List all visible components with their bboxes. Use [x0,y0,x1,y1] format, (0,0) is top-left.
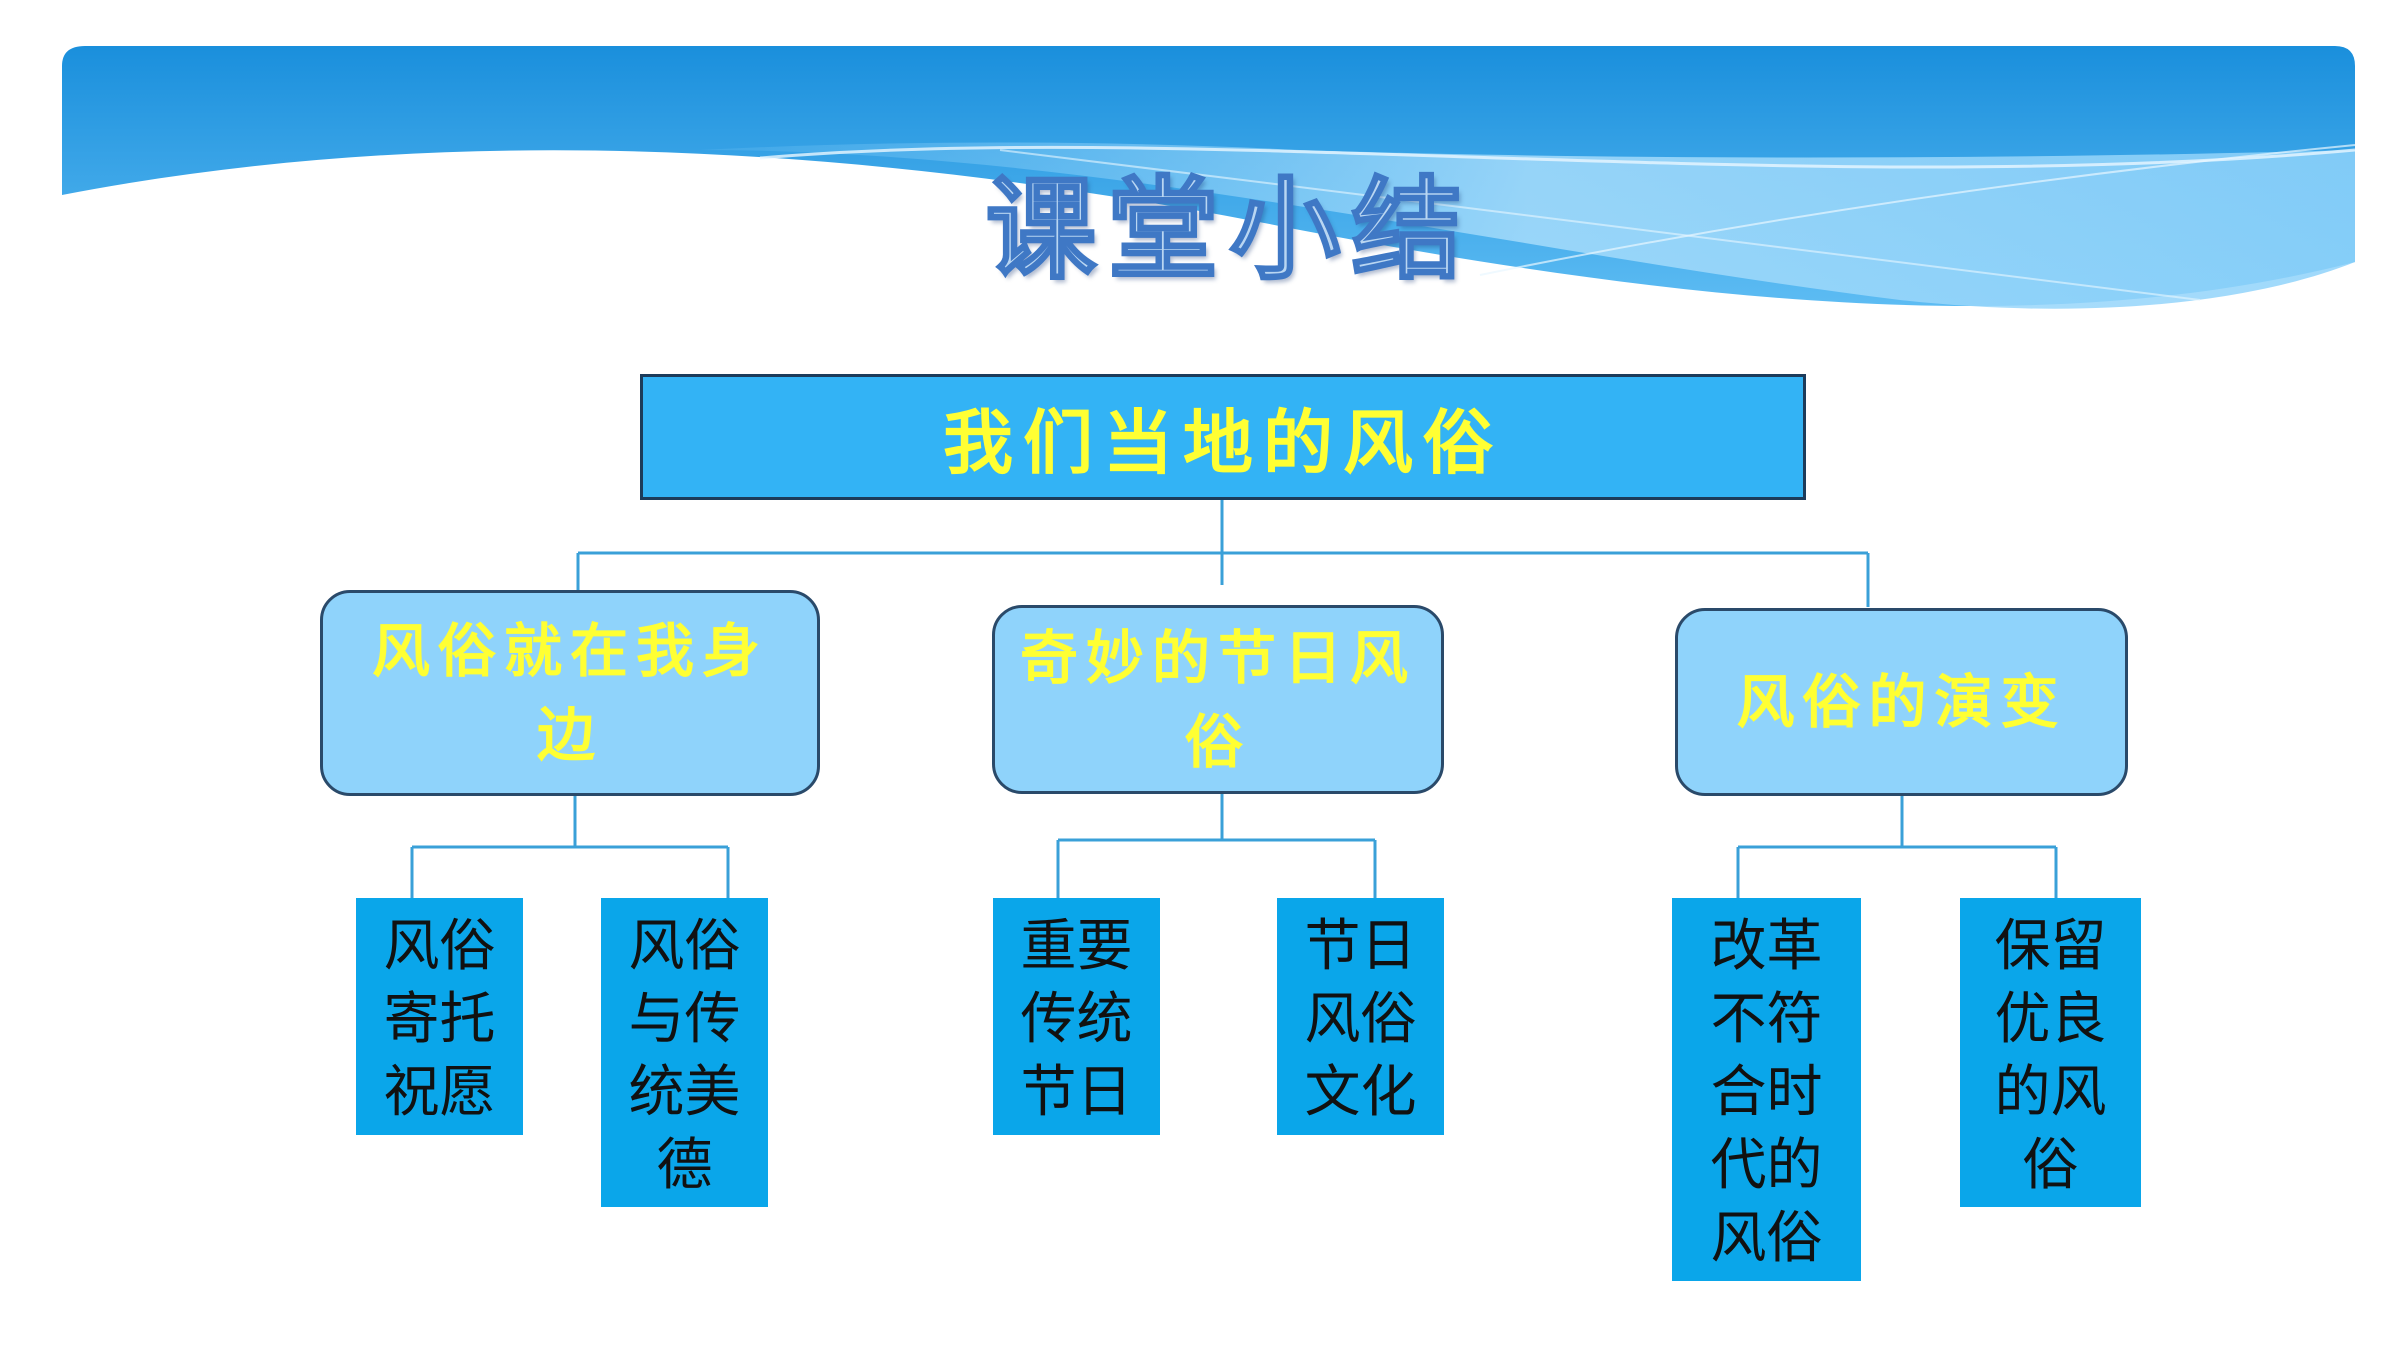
leaf-node-1-2: 风俗与传统美德 [601,898,768,1207]
leaf-node-1-1: 风俗寄托祝愿 [356,898,523,1135]
root-node: 我们当地的风俗 [640,374,1806,500]
branch-node-3: 风俗的演变 [1675,608,2128,796]
branch-node-1: 风俗就在我身边 [320,590,820,796]
header-banner [62,46,2356,309]
page-title: 课堂小结 [985,164,1474,296]
leaf-node-2-2: 节日风俗文化 [1277,898,1444,1135]
leaf-node-3-1: 改革不符合时代的风俗 [1672,898,1861,1281]
leaf-node-2-1: 重要传统节日 [993,898,1160,1135]
leaf-node-3-2: 保留优良的风俗 [1960,898,2141,1207]
branch-node-2: 奇妙的节日风俗 [992,605,1444,794]
